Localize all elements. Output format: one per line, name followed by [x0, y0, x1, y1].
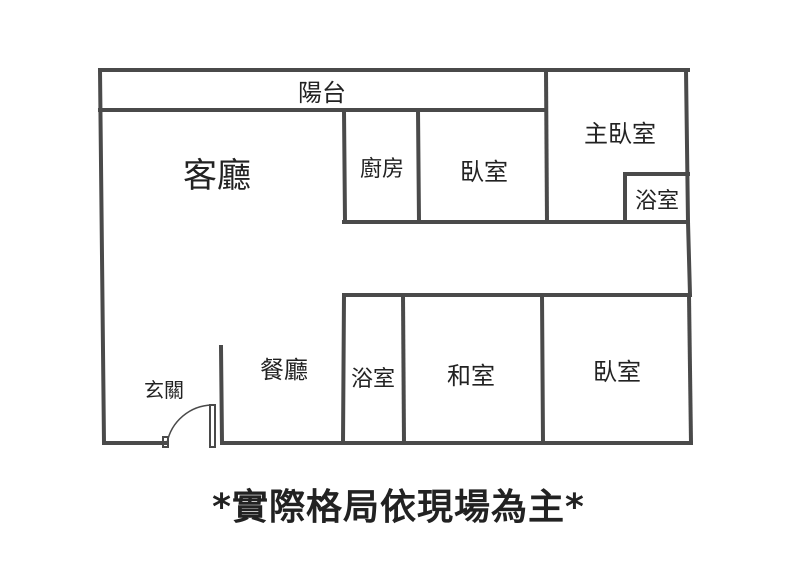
label-balcony: 陽台: [298, 79, 346, 107]
label-entrance: 玄關: [144, 378, 184, 402]
label-bedroom-lower: 臥室: [593, 358, 641, 386]
walls: [97, 67, 694, 446]
entrance-door: [162, 404, 216, 448]
label-kitchen: 廚房: [360, 157, 404, 182]
wall-bath-right: [400, 292, 407, 446]
wall-entrance-partition: [218, 344, 225, 446]
wall-outer-left: [97, 67, 107, 446]
wall-kitchen-right: [415, 107, 422, 225]
wall-kitchen-left: [341, 107, 348, 225]
wall-right-lower: [686, 292, 694, 446]
label-japanese-room: 和室: [447, 362, 495, 390]
door-leaf: [209, 404, 216, 448]
label-bathroom-master: 浴室: [635, 189, 679, 214]
disclaimer-note: *實際格局依現場為主*: [212, 487, 585, 528]
floor-plan: 陽台 客廳 廚房 臥室 主臥室 浴室 玄關 餐廳 浴室 和室 臥室: [97, 67, 694, 448]
label-living-room: 客廳: [183, 156, 251, 196]
door-jamb-left: [162, 436, 169, 448]
wall-bath-left: [340, 292, 347, 446]
label-bedroom-upper: 臥室: [460, 158, 508, 186]
label-master-bedroom: 主臥室: [584, 120, 656, 148]
room-labels: 陽台 客廳 廚房 臥室 主臥室 浴室 玄關 餐廳 浴室 和室 臥室: [144, 79, 679, 402]
label-bathroom-lower: 浴室: [351, 367, 395, 392]
wall-japanese-right: [539, 292, 546, 446]
wall-master-left: [543, 67, 550, 225]
wall-right-upper: [683, 67, 691, 225]
door-swing-arc: [166, 404, 213, 444]
wall-right-corridor: [685, 219, 693, 298]
label-dining-room: 餐廳: [260, 356, 308, 384]
